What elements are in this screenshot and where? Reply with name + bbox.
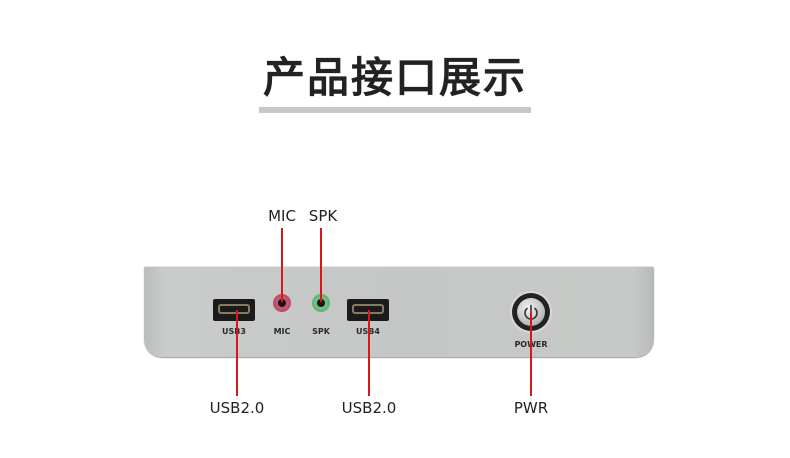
title-underline <box>259 107 531 113</box>
usb3-callout: USB2.0 <box>209 399 265 417</box>
mic-callout: MIC <box>268 207 296 225</box>
usb3-port <box>213 299 255 321</box>
usb4-callout: USB2.0 <box>341 399 397 417</box>
usb3-leader-line <box>236 310 238 396</box>
spk-port-label: SPK <box>312 327 330 336</box>
usb4-leader-line <box>368 310 370 396</box>
usb4-port-label: USB4 <box>343 327 393 336</box>
power-callout: PWR <box>513 399 549 417</box>
usb3-port-label: USB3 <box>222 327 246 336</box>
spk-leader-line <box>320 228 322 302</box>
mic-port-label: MIC <box>273 327 291 336</box>
spk-callout: SPK <box>308 207 338 225</box>
mic-leader-line <box>281 228 283 302</box>
mic-jack <box>273 294 291 312</box>
page-title: 产品接口展示 <box>262 53 527 102</box>
spk-jack <box>312 294 330 312</box>
power-leader-line <box>530 312 532 396</box>
